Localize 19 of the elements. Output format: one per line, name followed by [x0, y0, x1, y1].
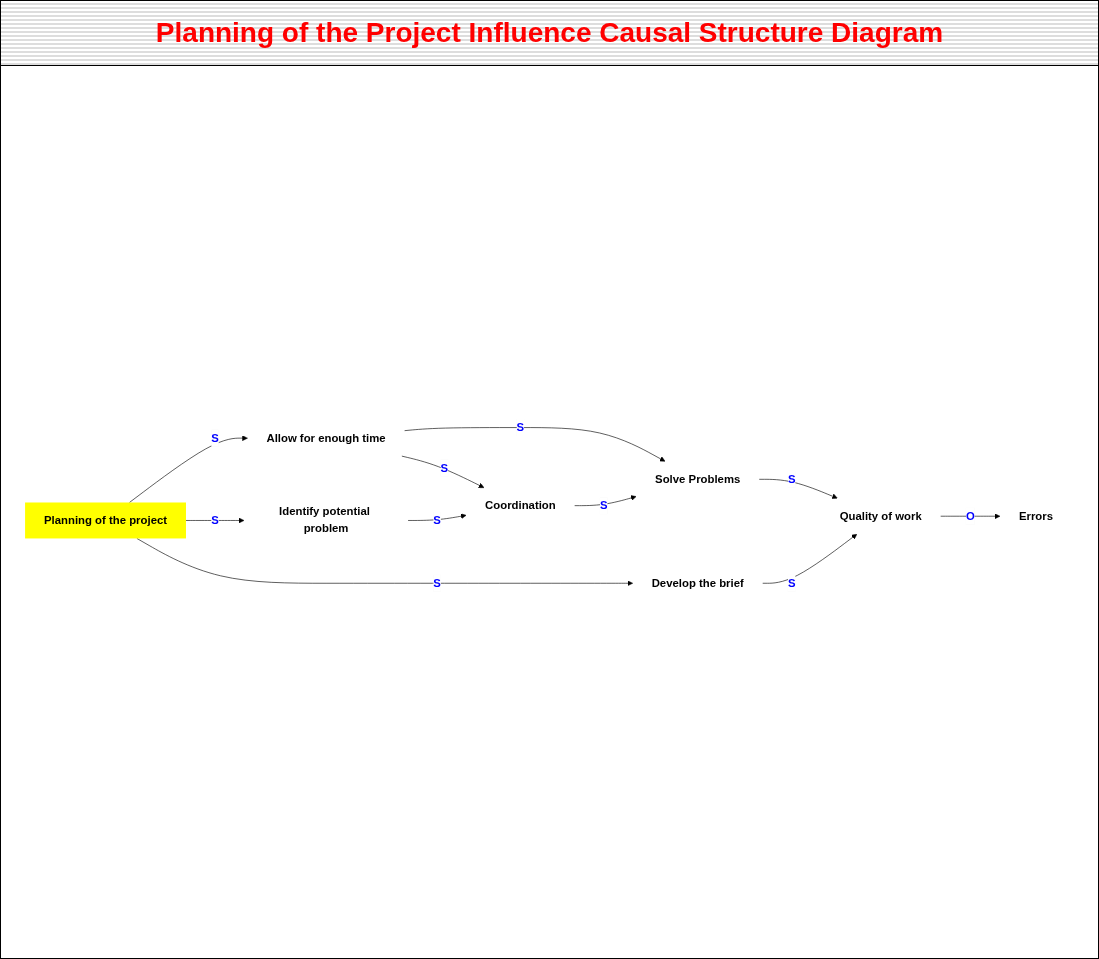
node-text: Develop the brief	[651, 576, 744, 590]
diagram-title: Planning of the Project Influence Causal Structure Diagram	[1, 1, 1098, 66]
edge-label: S	[440, 461, 449, 474]
edge-label: S	[433, 513, 441, 527]
node-text: Quality of work	[839, 509, 922, 523]
edge-label: S	[787, 576, 796, 590]
edge-label: S	[516, 420, 525, 434]
edge-label: S	[433, 576, 441, 590]
edge-label: S	[211, 431, 219, 444]
edge-label: S	[599, 498, 608, 512]
edge-label: S	[787, 472, 796, 486]
node-text: Solve Problems	[655, 472, 741, 486]
edge-label: S	[211, 513, 219, 527]
edge-label: O	[965, 509, 975, 523]
node-text: Identify potential problem	[279, 505, 370, 535]
node-text: Coordination	[485, 498, 556, 512]
node-text: Errors	[1018, 509, 1053, 523]
node-box: Planning of the project	[25, 502, 186, 539]
node-text: Allow for enough time	[266, 431, 386, 444]
